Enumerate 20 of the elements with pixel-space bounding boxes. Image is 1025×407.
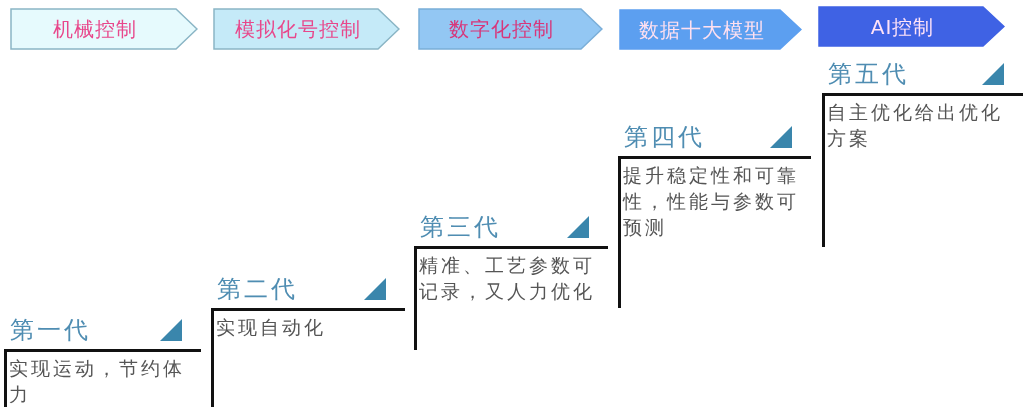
step-title: 第一代	[10, 315, 91, 345]
stage-banner	[818, 6, 1005, 47]
step-description: 自主优化给出优化方案	[827, 100, 1004, 151]
step-description: 提升稳定性和可靠性，性能与参数可预测	[623, 163, 800, 240]
step-title: 第四代	[624, 122, 705, 152]
step-description: 实现自动化	[216, 315, 327, 340]
stage-label: 数据十大模型	[638, 16, 765, 43]
step-description: 实现运动，节约体力	[9, 356, 186, 407]
stage-label: 机械控制	[53, 15, 137, 43]
stage-banner	[10, 8, 198, 50]
step-description: 精准、工艺参数可记录，又人力优化	[419, 253, 596, 304]
stage-banner	[213, 8, 400, 50]
stage-banner	[418, 8, 603, 50]
step-title: 第三代	[420, 212, 501, 242]
stage-label: 模拟化号控制	[234, 15, 361, 43]
stage-label: AI控制	[870, 13, 935, 40]
stage-label: 数字化控制	[449, 15, 554, 43]
step-title: 第二代	[217, 274, 298, 304]
step-title: 第五代	[828, 59, 909, 89]
stage-banner	[619, 9, 802, 50]
